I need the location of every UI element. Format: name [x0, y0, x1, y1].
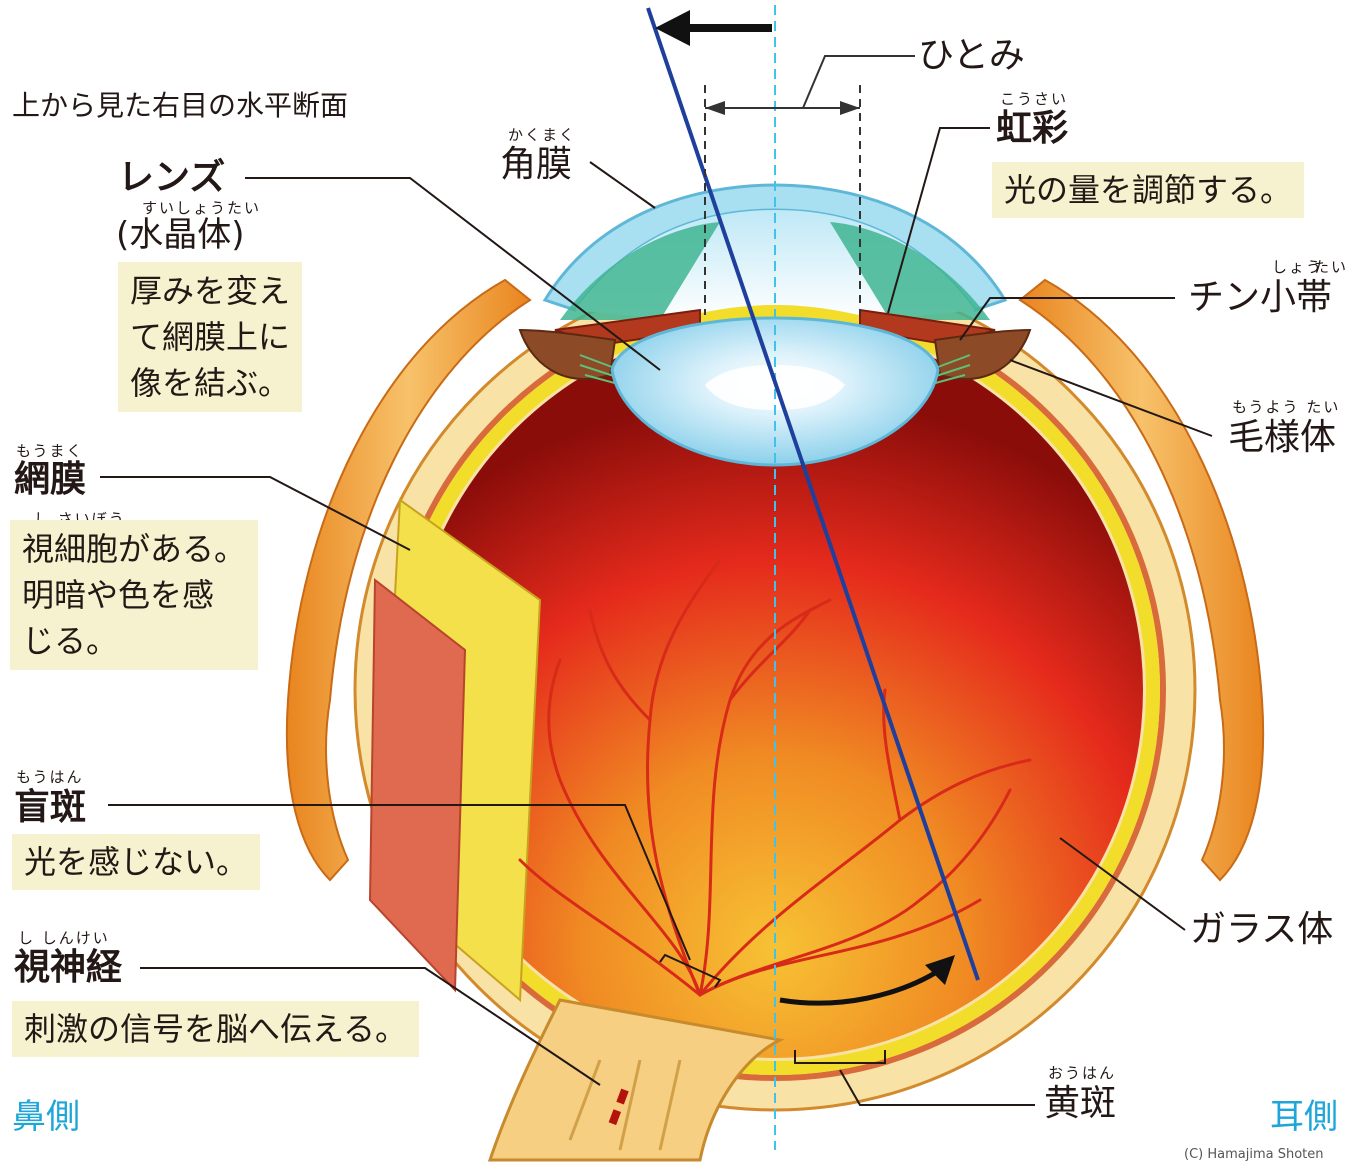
glass-label: ガラス体: [1190, 909, 1334, 950]
diagram-caption: 上から見た右目の水平断面: [12, 89, 349, 122]
left-muscle: [285, 278, 532, 882]
shinkei-label: 視神経: [14, 947, 123, 988]
blood-vessels: [518, 558, 1032, 997]
mouhan-ruby: もうはん: [16, 768, 84, 786]
kousai-label: 虹彩: [996, 108, 1069, 149]
chin-ruby-1: しょう: [1272, 258, 1324, 276]
mouyoutai-ruby: もうよう たい: [1232, 398, 1341, 416]
lens-ruby: すいしょうたい: [142, 199, 262, 217]
lens-note: 厚みを変え て網膜上に 像を結ぶ。: [118, 262, 303, 412]
hitomi-label: ひとみ: [918, 35, 1025, 76]
ouhan-ruby: おうはん: [1048, 1064, 1117, 1082]
moumaku-ruby: もうまく: [16, 442, 84, 460]
kakumaku-ruby: かくまく: [508, 126, 577, 144]
kakumaku-label: 角膜: [500, 144, 573, 185]
mouhan-note: 光を感じない。: [12, 834, 261, 890]
light-ray: [646, 7, 980, 981]
kousai-ruby: こうさい: [1000, 90, 1069, 108]
kousai-note: 光の量を調節する。: [992, 162, 1305, 218]
temporal-side-label: 耳側: [1270, 1097, 1338, 1137]
ouhan-label: 黄斑: [1044, 1083, 1117, 1124]
lens-sub: (水晶体): [116, 215, 245, 255]
shinkei-note: 刺激の信号を脳へ伝える。: [12, 1001, 420, 1057]
mouhan-label: 盲斑: [14, 787, 87, 828]
chin-ruby-2: たい: [1314, 258, 1349, 276]
moumaku-label: 網膜: [14, 459, 87, 500]
chin-label: チン小帯: [1188, 277, 1333, 318]
right-muscle: [1018, 278, 1265, 882]
mouyoutai-label: 毛様体: [1228, 417, 1337, 458]
copyright-credit: (C) Hamajima Shoten: [1184, 1147, 1324, 1162]
retina-cutaway-inner: [368, 577, 467, 993]
nasal-side-label: 鼻側: [12, 1097, 80, 1137]
leader-lines: [100, 127, 1213, 1106]
lens-label: レンズ: [118, 157, 226, 198]
shinkei-ruby: し しんけい: [18, 929, 110, 947]
moumaku-note: 視細胞がある。 明暗や色を感 じる。: [10, 520, 259, 670]
vitreous-body: [407, 322, 1143, 1058]
macula-arrow: [779, 967, 942, 1006]
